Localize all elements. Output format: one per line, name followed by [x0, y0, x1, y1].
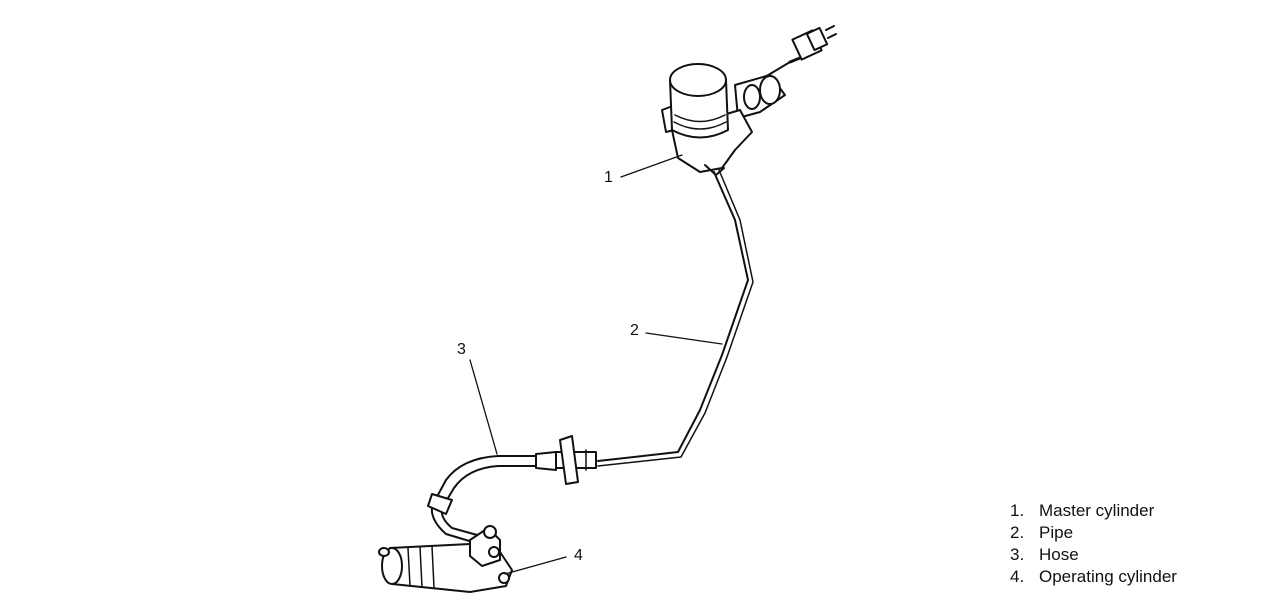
callout-2: 2 — [630, 322, 639, 339]
legend-label: Master cylinder — [1039, 501, 1155, 520]
operating-cylinder — [378, 525, 513, 593]
leader-lines — [469, 154, 723, 575]
legend: 1. Master cylinder 2. Pipe 3. Hose 4. Op… — [1010, 500, 1177, 588]
callout-1: 1 — [604, 169, 613, 186]
legend-number: 1. — [1010, 501, 1025, 520]
legend-number: 2. — [1010, 523, 1025, 542]
legend-label: Operating cylinder — [1039, 567, 1177, 586]
legend-number: 3. — [1010, 545, 1025, 564]
callout-4: 4 — [574, 547, 583, 564]
legend-label: Hose — [1039, 545, 1079, 564]
pipe — [597, 169, 754, 467]
legend-item: 1. Master cylinder — [1010, 500, 1177, 522]
hose — [427, 455, 537, 547]
legend-item: 4. Operating cylinder — [1010, 566, 1177, 588]
legend-number: 4. — [1010, 567, 1025, 586]
callout-3: 3 — [457, 341, 466, 358]
legend-item: 3. Hose — [1010, 544, 1177, 566]
master-cylinder — [661, 25, 837, 176]
legend-label: Pipe — [1039, 523, 1074, 542]
legend-item: 2. Pipe — [1010, 522, 1177, 544]
pipe-hose-junction — [535, 435, 597, 485]
